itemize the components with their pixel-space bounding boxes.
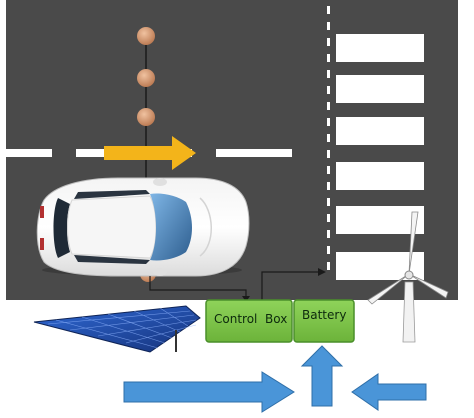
car-icon — [36, 177, 250, 277]
control-to-stopline-wire — [261, 271, 318, 300]
sensor-to-control-wire — [149, 276, 247, 298]
solar-panel-icon — [33, 305, 201, 353]
control-box-label: Control Box — [214, 312, 288, 326]
control-box — [205, 299, 293, 343]
direction-arrow-icon — [104, 136, 196, 170]
zebra-crossing — [336, 34, 424, 280]
flow-arrow-up-icon — [300, 345, 344, 407]
arrow-head-control — [242, 296, 250, 302]
flow-arrow-right-icon — [123, 371, 295, 413]
arrow-head-stopline — [318, 268, 326, 276]
flow-arrow-left-icon — [351, 373, 427, 411]
battery-box — [293, 299, 355, 343]
stop-line — [327, 6, 330, 270]
battery-label: Battery — [302, 308, 347, 322]
wind-turbine-icon — [367, 211, 449, 343]
